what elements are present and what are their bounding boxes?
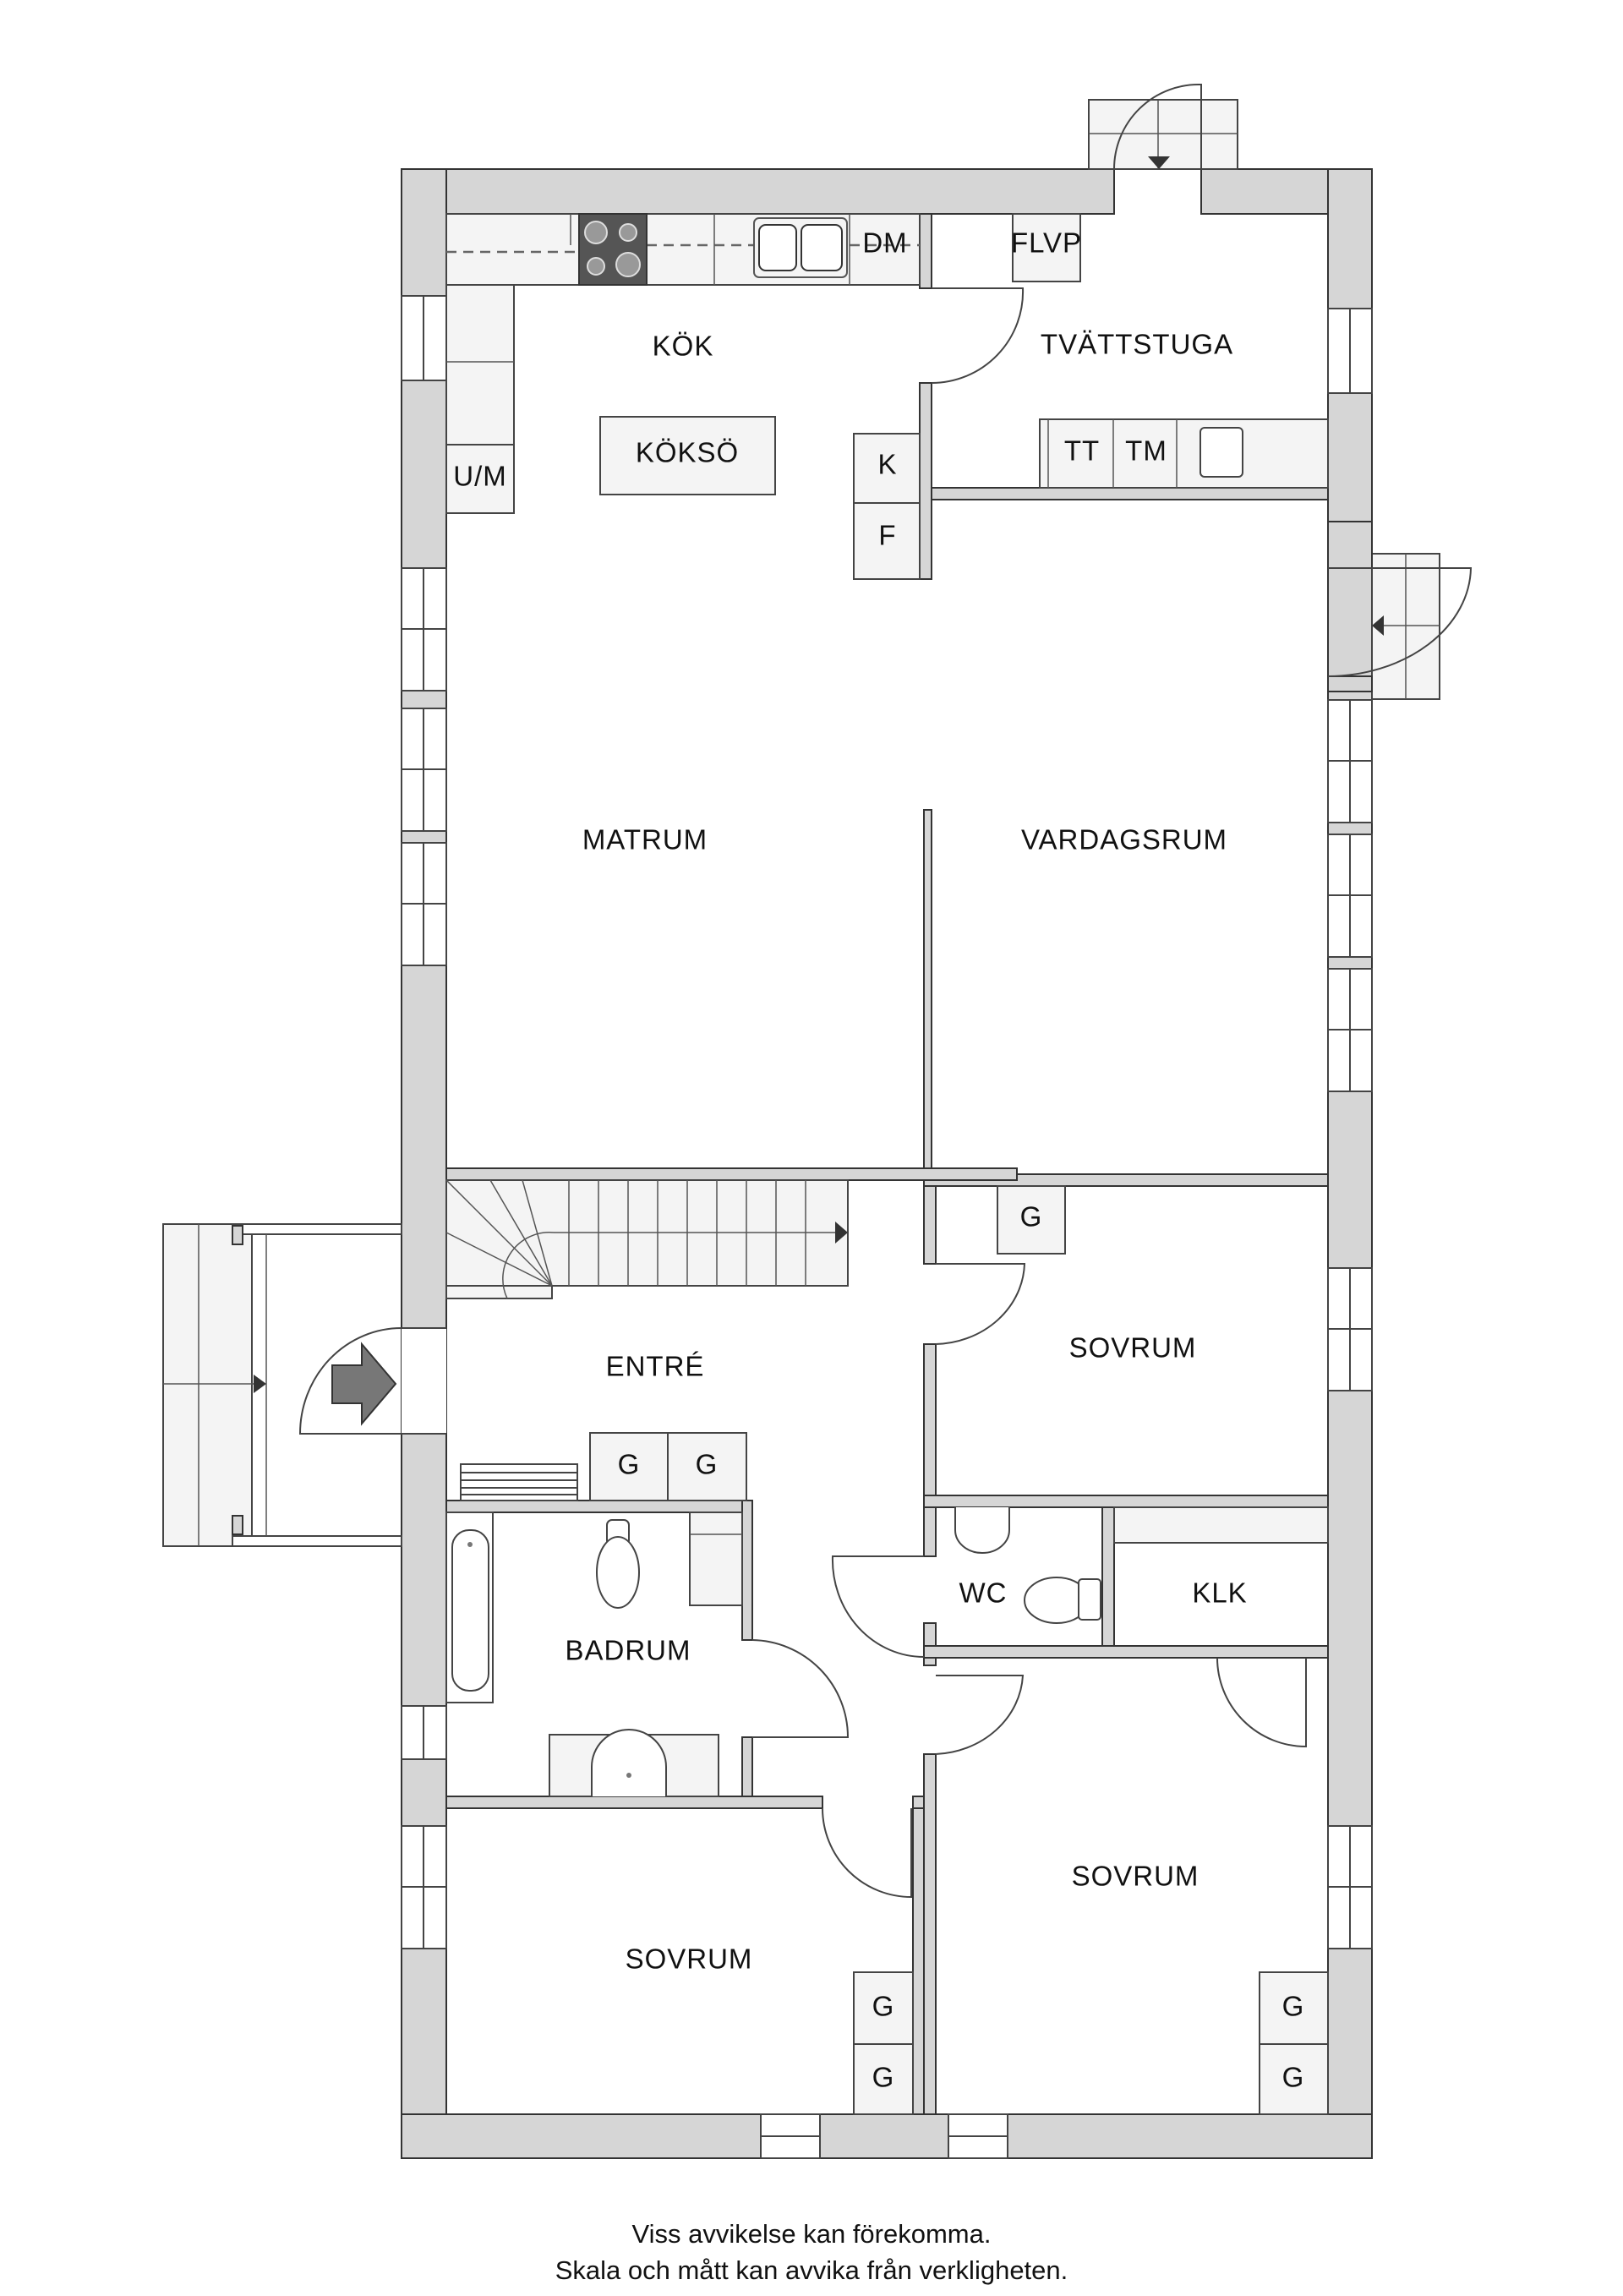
svg-text:TT: TT [1064,435,1100,467]
back-door[interactable] [1088,83,1238,170]
room-label-bedroom-lower-right: SOVRUM [1072,1861,1199,1892]
svg-text:TM: TM [1125,435,1167,467]
toilet-icon [596,1519,640,1609]
room-label-hall: ENTRÉ [606,1351,705,1382]
stairs-direction-arrow-icon [835,1222,848,1244]
door-bedroom-lower-right[interactable] [935,1675,1025,1755]
room-label-wc: WC [959,1577,1008,1609]
svg-text:G: G [1282,1991,1305,2022]
front-door[interactable] [298,1327,446,1435]
svg-text:G: G [1020,1201,1043,1233]
door-bedroom-upper[interactable] [935,1263,1026,1345]
door-bedroom-lower-left[interactable] [822,1807,912,1899]
bedroom-lower-left-wardrobes: G G [853,1971,914,2115]
front-door-opening [402,1328,446,1434]
stove-icon [578,213,648,286]
door-klk[interactable] [1216,1657,1307,1748]
svg-text:K: K [877,449,897,480]
air-heat-pump: FLVP [1011,213,1082,282]
kitchen-island: KÖKSÖ [599,416,776,495]
room-label-kitchen: KÖK [653,331,714,362]
hall-wardrobes: G G [589,1432,747,1501]
bedroom-lower-right-wardrobes: G G [1259,1971,1329,2115]
svg-text:G: G [872,1991,895,2022]
bathroom-cabinet [689,1512,743,1606]
arrow-left-icon [1372,615,1384,636]
svg-text:G: G [618,1449,641,1480]
dishwasher-label: DM [862,227,907,259]
svg-text:G: G [696,1449,719,1480]
fridge-freezer: K F [853,433,921,580]
side-door[interactable] [1327,521,1473,700]
washbasin-icon [549,1729,719,1797]
wc-washbasin-icon [954,1507,1010,1554]
sink-icon [753,217,848,278]
room-label-walk-in-closet: KLK [1192,1577,1247,1609]
door-bathroom[interactable] [751,1639,850,1738]
bathtub-icon [445,1512,494,1703]
svg-text:G: G [872,2062,895,2093]
svg-text:FLVP: FLVP [1011,227,1082,259]
entrance-arrow-icon [331,1342,397,1426]
door-kitchen-laundry[interactable] [931,287,1025,384]
svg-text:F: F [878,520,896,551]
room-label-living: VARDAGSRUM [1021,824,1227,856]
laundry-counter: TT TM [1039,418,1329,489]
disclaimer-line-2: Skala och mått kan avvika från verklighe… [555,2255,1068,2285]
svg-text:KÖKSÖ: KÖKSÖ [636,437,739,468]
room-label-bathroom: BADRUM [565,1635,691,1666]
svg-text:G: G [1282,2062,1305,2093]
bedroom-upper-wardrobe: G [997,1185,1066,1255]
front-porch [162,1223,402,1547]
windows-right [1327,308,1373,1949]
door-wc[interactable] [831,1555,925,1658]
arrow-down-icon [1148,156,1170,169]
disclaimer-line-1: Viss avvikelse kan förekomma. [631,2219,992,2249]
windows-left [401,295,447,1949]
room-label-laundry: TVÄTTSTUGA [1041,329,1233,360]
wc-toilet-icon [1024,1577,1101,1624]
arrow-right-icon [254,1375,266,1393]
radiator-icon [460,1463,578,1501]
windows-bottom [760,2113,1008,2159]
room-label-dining: MATRUM [582,824,708,856]
room-label-bedroom-upper: SOVRUM [1069,1332,1197,1364]
closet-shelf [1113,1506,1329,1544]
kitchen-counter [445,213,921,514]
staircase [445,1179,849,1299]
room-label-bedroom-lower-left: SOVRUM [626,1943,753,1975]
microwave-oven: U/M [453,461,507,492]
svg-text:U/M: U/M [453,461,507,492]
